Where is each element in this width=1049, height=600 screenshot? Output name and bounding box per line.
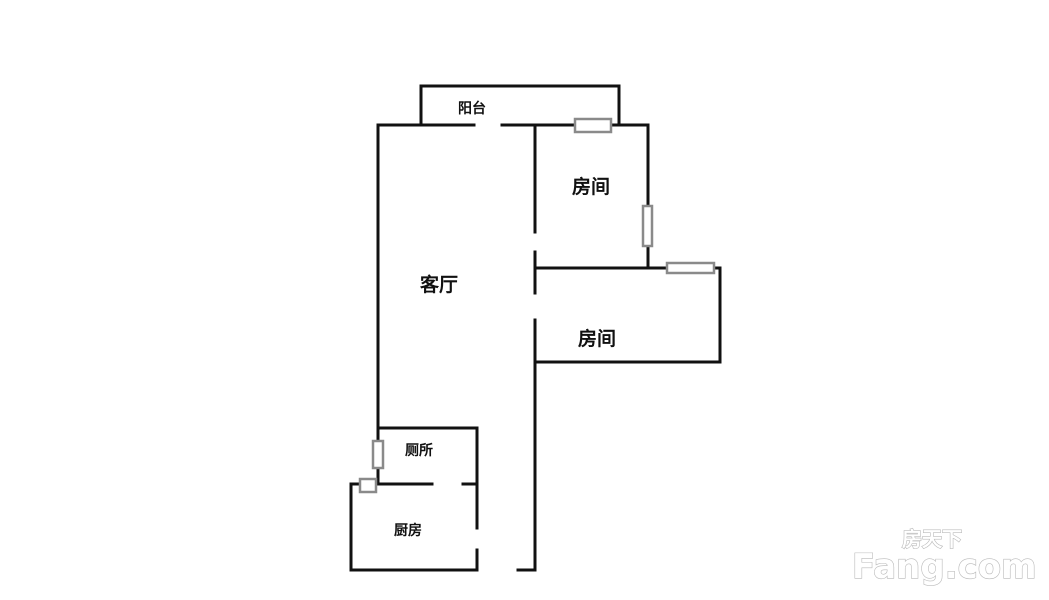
kitchen-label: 厨房 (394, 522, 422, 539)
toilet-label: 厕所 (405, 442, 433, 459)
window-kitchen (358, 477, 378, 494)
watermark-chinese: 房天下 (902, 527, 962, 551)
window-bedroom-upper (641, 204, 654, 248)
walls (349, 84, 722, 572)
living-room-label: 客厅 (420, 273, 458, 296)
watermark-latin: Fang.com (852, 547, 1037, 587)
bedroom-lower-label: 房间 (578, 327, 616, 350)
balcony-wall (419, 84, 621, 127)
windows (358, 117, 716, 494)
room-labels: 阳台 房间 客厅 房间 厕所 厨房 (394, 100, 616, 539)
window-bedroom-lower (665, 261, 716, 275)
watermark: 房天下 Fang.com (851, 526, 1037, 587)
balcony-label: 阳台 (458, 100, 486, 117)
bedroom-upper-label: 房间 (572, 175, 610, 198)
window-toilet (371, 439, 385, 470)
window-balcony (573, 117, 613, 134)
